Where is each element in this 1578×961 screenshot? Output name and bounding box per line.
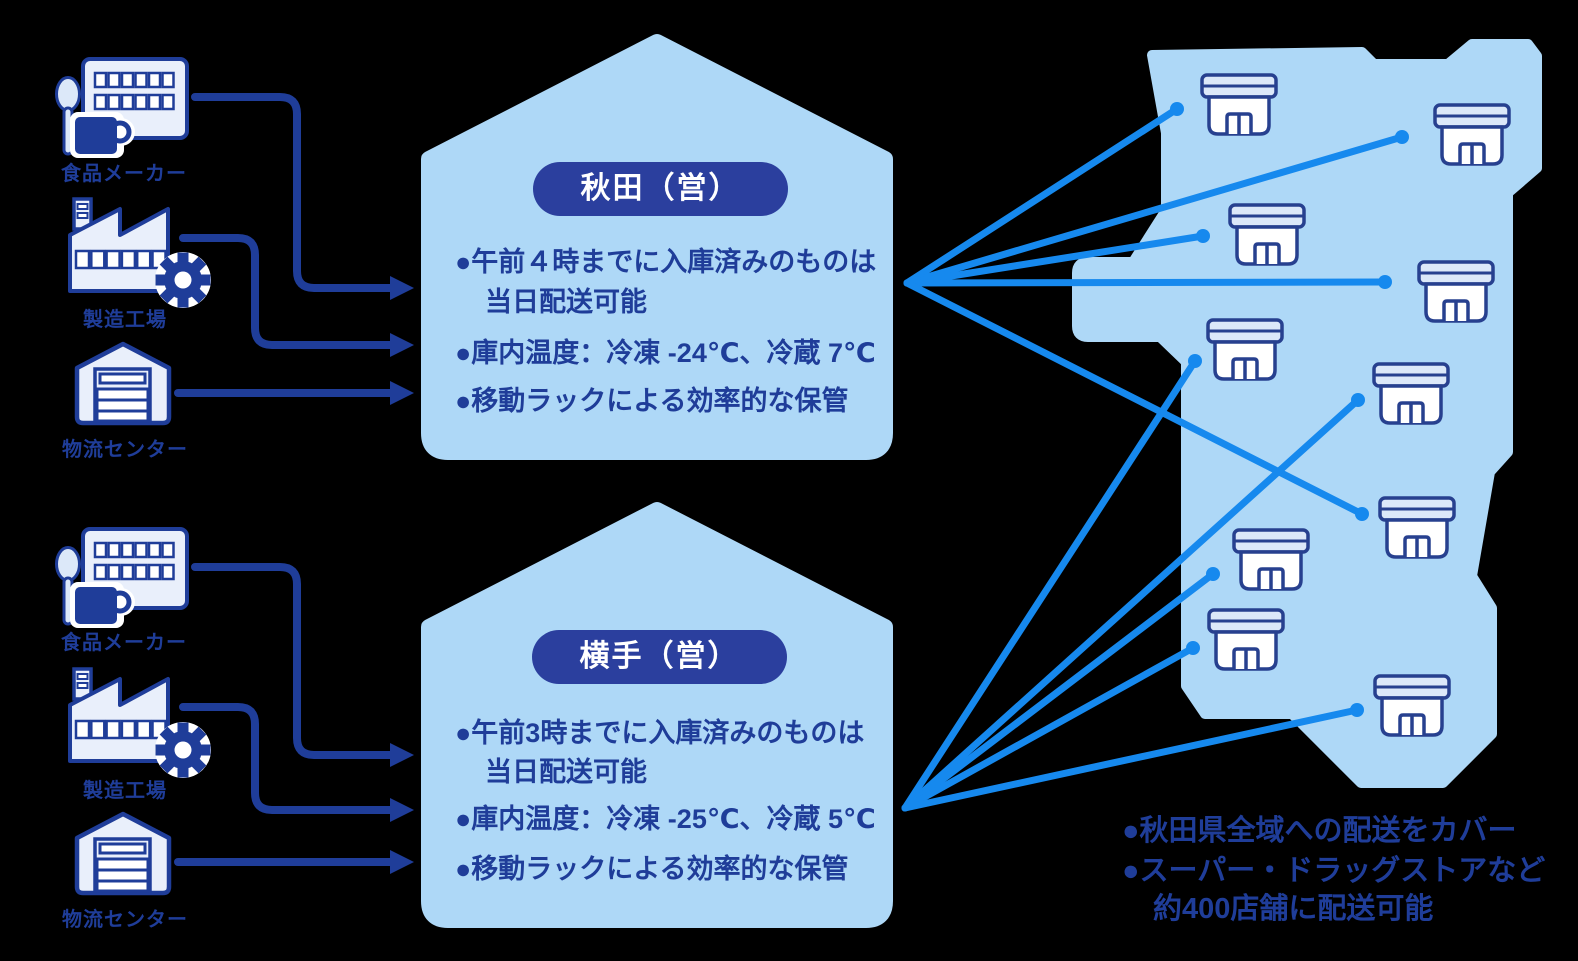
gear-icon — [155, 252, 211, 308]
store-7 — [1378, 496, 1456, 560]
akita-depot-title-pill: 秋田（営） — [533, 162, 788, 216]
store-icon — [1433, 103, 1511, 166]
yokote-bullet-storage: ●移動ラックによる効率的な保管 — [455, 854, 849, 884]
factory-top-label: 製造工場 — [83, 309, 167, 331]
warehouse-top — [70, 336, 176, 426]
store-10 — [1373, 674, 1451, 738]
warehouse-bottom-label: 物流センター — [62, 909, 188, 931]
store-1 — [1200, 73, 1278, 137]
supplier-arrows-top — [174, 93, 395, 397]
supplier-arrows-bottom — [174, 563, 395, 866]
factory-bottom — [63, 663, 213, 778]
yokote-bullet-temperature: ●庫内温度：冷凍 -25℃、冷蔵 5℃ — [455, 804, 876, 834]
store-5 — [1206, 318, 1284, 382]
yokote-bullet-cutoff-line1: ●午前3時までに入庫済みのものは — [455, 718, 865, 748]
food-maker-icon — [55, 57, 189, 158]
store-8 — [1232, 528, 1310, 592]
store-icon — [1373, 674, 1451, 737]
akita-bullet-temperature: ●庫内温度：冷凍 -24℃、冷蔵 7℃ — [455, 338, 876, 368]
akita-prefecture-map-shape — [1072, 39, 1542, 788]
store-icon — [1228, 203, 1306, 266]
warehouse-top-label: 物流センター — [62, 439, 188, 461]
store-2 — [1433, 103, 1511, 167]
supplier-arrowheads-bottom — [390, 743, 414, 874]
store-icon — [1417, 260, 1495, 323]
yokote-depot-house — [421, 502, 893, 928]
store-6 — [1372, 362, 1450, 426]
supplier-arrowheads-top — [390, 276, 414, 405]
yokote-delivery-lines — [901, 357, 1362, 812]
factory-top — [63, 193, 213, 308]
yokote-depot-title-pill: 横手（営） — [532, 630, 787, 684]
cup-icon — [70, 582, 135, 628]
store-icon — [1372, 362, 1450, 425]
factory-icon — [68, 667, 211, 778]
coverage-note-line1: ●秋田県全域への配送をカバー — [1122, 815, 1517, 847]
akita-bullet-cutoff-line2: 当日配送可能 — [485, 287, 647, 317]
store-icon — [1232, 528, 1310, 591]
akita-delivery-lines — [903, 105, 1406, 518]
cup-icon — [70, 112, 135, 158]
coverage-note-line3: 約400店舗に配送可能 — [1153, 893, 1434, 925]
food-maker-bottom-label: 食品メーカー — [61, 632, 187, 654]
store-3 — [1228, 203, 1306, 267]
akita-bullet-cutoff-line1: ●午前４時までに入庫済みのものは — [455, 247, 877, 277]
coverage-note-line2: ●スーパー・ドラッグストアなど — [1122, 855, 1546, 887]
gear-icon — [155, 722, 211, 778]
food-maker-top — [50, 46, 190, 158]
warehouse-icon — [74, 341, 172, 426]
factory-bottom-label: 製造工場 — [83, 780, 167, 802]
food-maker-icon — [55, 527, 189, 628]
warehouse-bottom — [70, 806, 176, 896]
yokote-bullet-cutoff-line2: 当日配送可能 — [485, 757, 647, 787]
akita-bullet-storage: ●移動ラックによる効率的な保管 — [455, 386, 849, 416]
food-maker-bottom — [50, 516, 190, 628]
warehouse-icon — [74, 811, 172, 896]
store-icon — [1200, 73, 1278, 136]
food-maker-top-label: 食品メーカー — [61, 163, 187, 185]
store-9 — [1207, 608, 1285, 672]
delivery-endpoint-dots — [1170, 102, 1409, 717]
store-icon — [1207, 608, 1285, 671]
store-icon — [1206, 318, 1284, 381]
akita-depot-house — [421, 34, 893, 460]
factory-icon — [68, 197, 211, 308]
store-icon — [1378, 496, 1456, 559]
store-4 — [1417, 260, 1495, 324]
